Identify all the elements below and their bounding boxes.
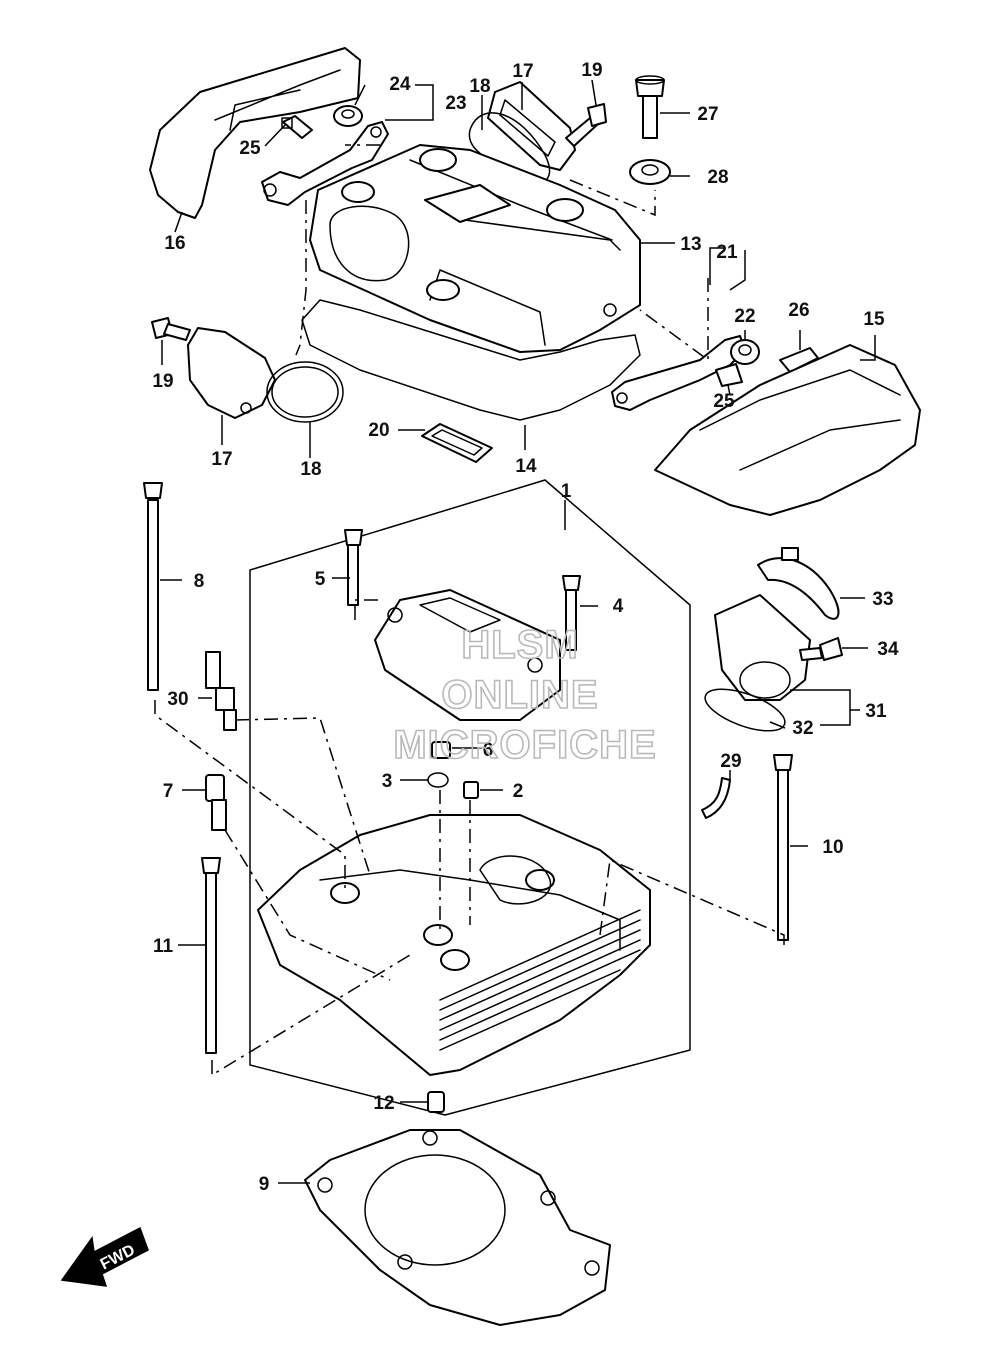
callout-15: 15 — [863, 309, 885, 330]
callout-4: 4 — [613, 596, 624, 617]
callout-18-top: 18 — [469, 76, 490, 97]
callout-33: 33 — [872, 589, 893, 610]
head-gasket-9 — [304, 1129, 611, 1326]
callout-10: 10 — [822, 837, 843, 858]
callout-29: 29 — [720, 751, 741, 772]
callout-20: 20 — [368, 420, 389, 441]
head-cover-13 — [309, 144, 641, 353]
callout-7: 7 — [163, 781, 174, 802]
oring-3 — [427, 772, 449, 788]
dash-lines — [154, 144, 785, 1077]
watermark-line-2: ONLINE — [441, 673, 598, 717]
callout-23: 23 — [445, 93, 466, 114]
watermark-line-1: HLSM — [461, 623, 578, 667]
callout-2: 2 — [513, 781, 524, 802]
damper-26 — [779, 347, 819, 373]
oring-18-left — [266, 361, 344, 423]
callout-16: 16 — [164, 233, 185, 254]
oring-32 — [704, 688, 786, 732]
callout-6: 6 — [483, 740, 494, 761]
clamp-33 — [757, 547, 840, 620]
callout-19-top: 19 — [581, 60, 602, 81]
bolt-25-right — [715, 363, 743, 387]
cylinder-head-1 — [257, 814, 651, 1076]
dowel-2 — [463, 781, 479, 799]
watermark-line-3: MICROFICHE — [393, 723, 656, 767]
seal-20 — [421, 423, 493, 463]
callout-32: 32 — [792, 718, 813, 739]
callout-26: 26 — [788, 300, 809, 321]
callout-8: 8 — [194, 571, 205, 592]
camshaft-holder — [374, 589, 561, 721]
bracket-23 — [261, 121, 389, 206]
dowel-12 — [427, 1091, 445, 1113]
callout-9: 9 — [259, 1174, 270, 1195]
callout-labels: 24 23 25 16 18 17 19 27 28 13 21 22 26 1… — [152, 60, 899, 1195]
bolt-4 — [562, 575, 581, 651]
fwd-arrow-icon: FWD — [60, 1226, 149, 1287]
plug-7 — [205, 774, 227, 831]
callout-28: 28 — [707, 167, 728, 188]
callout-1: 1 — [561, 481, 572, 502]
callout-25-left: 25 — [239, 138, 261, 159]
watermark: HLSM ONLINE MICROFICHE — [393, 622, 657, 768]
grommet-24 — [333, 105, 363, 127]
cover-17-top — [487, 81, 576, 171]
callout-31: 31 — [865, 701, 887, 722]
washer-28 — [629, 159, 671, 185]
callout-13: 13 — [680, 234, 701, 255]
clip-29 — [701, 777, 731, 819]
callout-18-left: 18 — [300, 459, 321, 480]
callout-21: 21 — [716, 242, 738, 263]
callout-30: 30 — [167, 689, 188, 710]
callout-25-right: 25 — [713, 391, 735, 412]
gasket-14 — [301, 299, 641, 421]
callout-11: 11 — [153, 936, 174, 957]
grommet-22 — [730, 339, 760, 365]
callout-17-top: 17 — [512, 61, 533, 82]
head-assembly-box — [249, 479, 691, 1116]
callout-5: 5 — [315, 569, 326, 590]
cover-17-left — [187, 327, 276, 419]
bolt-5 — [344, 529, 363, 606]
side-cover-15 — [654, 344, 921, 516]
spark-plug-30 — [205, 651, 237, 731]
callout-34: 34 — [877, 639, 899, 660]
intake-pipe-31 — [714, 594, 811, 701]
callout-22: 22 — [734, 306, 755, 327]
bolt-10 — [773, 754, 793, 941]
leader-lines — [160, 79, 876, 1184]
callout-3: 3 — [382, 771, 393, 792]
callout-24: 24 — [389, 74, 411, 95]
callout-27: 27 — [697, 104, 718, 125]
bolt-11 — [201, 857, 221, 1054]
bolt-19-left — [151, 317, 191, 341]
dowel-6 — [431, 741, 451, 759]
callout-19-left: 19 — [152, 371, 173, 392]
callout-14: 14 — [515, 456, 537, 477]
callout-17-left: 17 — [211, 449, 232, 470]
bolt-25-left — [281, 115, 313, 139]
stud-bolt-8 — [143, 482, 163, 691]
bolt-19-top — [565, 103, 607, 147]
screw-34 — [799, 637, 843, 661]
side-cover-16 — [149, 47, 361, 219]
callout-12: 12 — [373, 1093, 394, 1114]
bolt-27 — [635, 75, 665, 139]
